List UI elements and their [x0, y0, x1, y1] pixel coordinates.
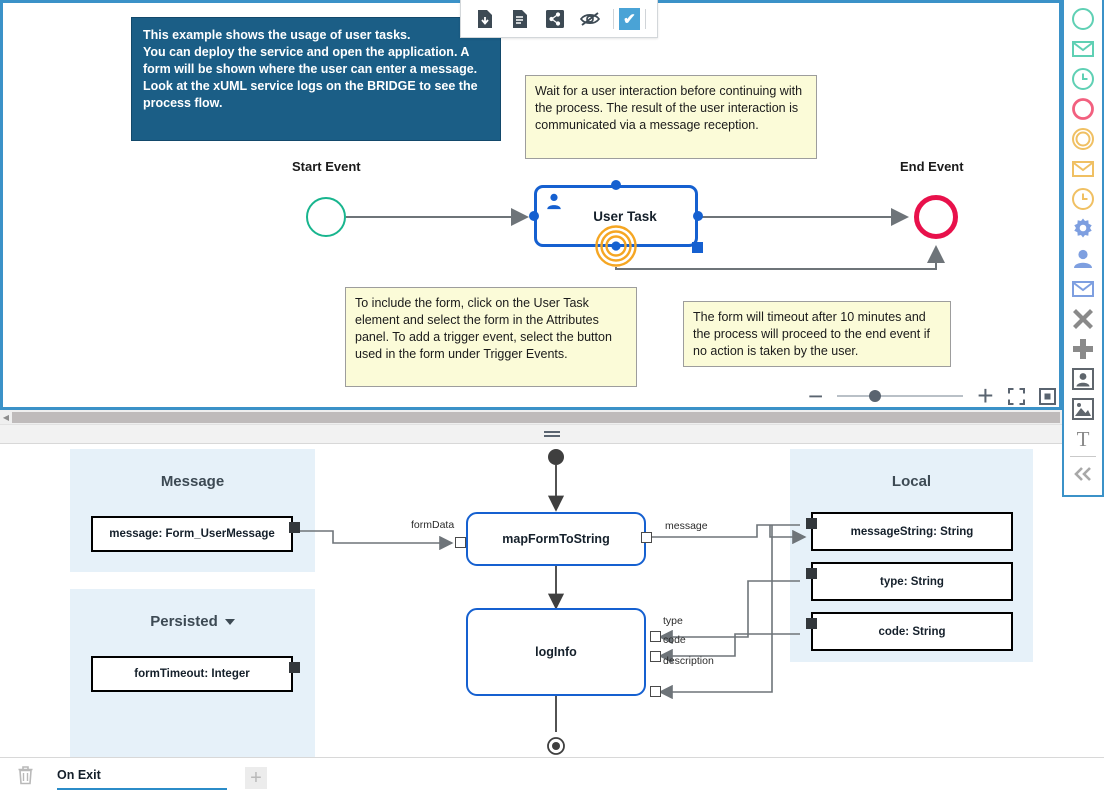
flow-label-form-data: formData — [411, 519, 455, 531]
map-form-to-string-node[interactable]: mapFormToString — [466, 512, 646, 566]
text-tool-icon[interactable]: T — [1066, 424, 1100, 454]
map-form-input-pin[interactable] — [455, 537, 466, 548]
toolbar-divider-2 — [645, 8, 647, 29]
actual-size-icon[interactable] — [1038, 387, 1056, 405]
attribute-type[interactable]: type: String — [811, 562, 1013, 601]
process-connectors — [346, 208, 945, 270]
exclusive-gateway-x-icon[interactable] — [1066, 304, 1100, 334]
panel-splitter[interactable] — [0, 424, 1104, 444]
start-event-circle-icon[interactable] — [1066, 4, 1100, 34]
add-on-exit-button[interactable]: + — [245, 766, 267, 789]
attribute-message-label: message: Form_UserMessage — [109, 528, 275, 540]
attribute-code-label: code: String — [878, 625, 946, 638]
log-info-description-pin[interactable] — [650, 686, 661, 697]
user-frame-icon[interactable] — [1066, 364, 1100, 394]
log-info-code-pin[interactable] — [650, 651, 661, 662]
collapse-chevrons-icon[interactable] — [1066, 459, 1100, 489]
message-task-envelope-icon[interactable] — [1066, 274, 1100, 304]
process-diagram-content: This example shows the usage of user tas… — [3, 3, 1059, 407]
validate-checkbox[interactable]: ✔ — [618, 7, 641, 30]
flow-label-description: description — [663, 655, 714, 667]
timer-boundary-event-icon[interactable] — [595, 225, 637, 267]
task-handle-left[interactable] — [529, 211, 539, 221]
service-task-gear-icon[interactable] — [1066, 214, 1100, 244]
attribute-form-timeout[interactable]: formTimeout: Integer — [91, 656, 293, 692]
persisted-lane-label: Persisted — [150, 613, 218, 630]
timer-start-event-icon[interactable] — [1066, 64, 1100, 94]
image-icon[interactable] — [1066, 394, 1100, 424]
attribute-form-timeout-pin[interactable] — [289, 662, 300, 673]
zoom-out-button[interactable]: − — [808, 381, 824, 410]
shape-palette[interactable]: T — [1062, 0, 1104, 497]
fit-to-screen-icon[interactable] — [1007, 387, 1025, 405]
start-event-label: Start Event — [292, 159, 361, 174]
end-event-node[interactable] — [914, 195, 958, 239]
message-lane-title: Message — [160, 473, 225, 490]
eye-off-icon[interactable] — [576, 4, 605, 34]
map-form-to-string-label: mapFormToString — [502, 532, 610, 546]
flow-label-type: type — [663, 615, 683, 627]
attribute-type-pin[interactable] — [806, 568, 817, 579]
on-exit-label: On Exit — [57, 767, 101, 782]
share-icon[interactable] — [540, 4, 569, 34]
end-event-label: End Event — [900, 159, 964, 174]
scroll-left-arrow[interactable]: ◀ — [2, 412, 10, 422]
activity-diagram-canvas[interactable]: Message Persisted Local — [0, 444, 1104, 757]
attribute-code-pin[interactable] — [806, 618, 817, 629]
attribute-code[interactable]: code: String — [811, 612, 1013, 651]
task-handle-corner[interactable] — [692, 242, 703, 253]
chevron-down-icon[interactable] — [224, 619, 235, 626]
zoom-slider-knob[interactable] — [868, 390, 881, 402]
process-zoom-controls[interactable]: − + — [808, 380, 1056, 410]
end-event-circle-icon[interactable] — [1066, 94, 1100, 124]
attribute-message-string-label: messageString: String — [850, 525, 974, 538]
toolbar-divider — [612, 8, 614, 29]
intermediate-event-icon[interactable] — [1066, 124, 1100, 154]
note-wait-for-user-interaction[interactable]: Wait for a user interaction before conti… — [525, 75, 817, 159]
attribute-message-string[interactable]: messageString: String — [811, 512, 1013, 551]
splitter-grip-icon[interactable] — [544, 430, 560, 438]
attribute-message[interactable]: message: Form_UserMessage — [91, 516, 293, 552]
user-task-person-icon — [547, 193, 561, 210]
scrollbar-thumb[interactable] — [12, 411, 1060, 423]
svg-text:T: T — [1077, 427, 1090, 451]
note-form-timeout[interactable]: The form will timeout after 10 minutes a… — [683, 301, 951, 367]
log-info-label: logInfo — [535, 645, 577, 659]
trash-icon[interactable] — [16, 765, 35, 790]
horizontal-scrollbar[interactable]: ◀ — [0, 410, 1062, 424]
log-info-node[interactable]: logInfo — [466, 608, 646, 696]
bottom-statusbar: On Exit + — [0, 757, 1104, 797]
document-icon[interactable] — [505, 4, 534, 34]
palette-divider — [1070, 456, 1096, 457]
process-diagram-canvas[interactable]: This example shows the usage of user tas… — [0, 0, 1062, 410]
save-download-icon[interactable] — [470, 4, 499, 34]
user-task-label: User Task — [593, 208, 657, 224]
timer-intermediate-event-icon[interactable] — [1066, 184, 1100, 214]
zoom-in-button[interactable]: + — [977, 380, 994, 410]
attribute-message-string-pin[interactable] — [806, 518, 817, 529]
map-form-output-pin[interactable] — [641, 532, 652, 543]
parallel-gateway-plus-icon[interactable] — [1066, 334, 1100, 364]
start-event-node[interactable] — [306, 197, 346, 237]
flow-label-code: code — [663, 634, 686, 646]
flow-label-message: message — [665, 520, 708, 532]
activity-connectors — [297, 449, 807, 755]
persisted-lane-title: Persisted — [70, 613, 315, 630]
on-exit-field[interactable]: On Exit — [57, 766, 227, 790]
note-include-form[interactable]: To include the form, click on the User T… — [345, 287, 637, 387]
user-task-person-icon[interactable] — [1066, 244, 1100, 274]
message-start-event-icon[interactable] — [1066, 34, 1100, 64]
attribute-type-label: type: String — [880, 575, 944, 588]
diagram-toolbar[interactable]: ✔ — [460, 0, 658, 38]
local-lane-title: Local — [891, 473, 932, 490]
attribute-message-pin[interactable] — [289, 522, 300, 533]
task-handle-right[interactable] — [693, 211, 703, 221]
message-intermediate-event-icon[interactable] — [1066, 154, 1100, 184]
attribute-form-timeout-label: formTimeout: Integer — [134, 668, 250, 680]
info-note-blue[interactable]: This example shows the usage of user tas… — [131, 17, 501, 141]
zoom-slider-track[interactable] — [837, 390, 964, 402]
log-info-type-pin[interactable] — [650, 631, 661, 642]
task-handle-top[interactable] — [611, 180, 621, 190]
